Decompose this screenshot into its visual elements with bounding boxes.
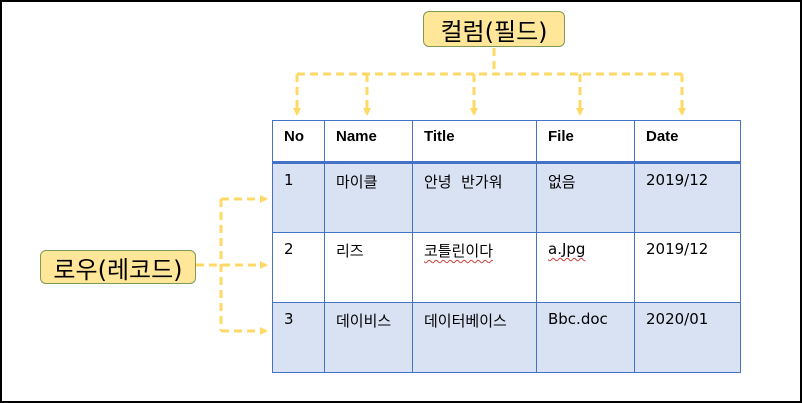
- column-header-title: Title: [412, 120, 537, 163]
- cell-no: 2: [272, 232, 325, 303]
- column-callout: 컬럼(필드): [423, 11, 565, 47]
- cell-title: 안녕 반가워: [412, 162, 537, 233]
- cell-no: 1: [272, 162, 325, 233]
- cell-title: 데이터베이스: [412, 302, 537, 373]
- cell-file: a.Jpg: [536, 232, 635, 303]
- table-row: 3 데이비스 데이터베이스 Bbc.doc 2020/01: [272, 302, 741, 373]
- cell-no: 3: [272, 302, 325, 373]
- cell-file: Bbc.doc: [536, 302, 635, 373]
- cell-title: 코틀린이다: [412, 232, 537, 303]
- column-header-no: No: [272, 120, 325, 163]
- column-header-name: Name: [324, 120, 413, 163]
- cell-file-text: a.Jpg: [548, 240, 586, 258]
- column-header-date: Date: [634, 120, 741, 163]
- cell-date: 2019/12: [634, 162, 741, 233]
- cell-date: 2019/12: [634, 232, 741, 303]
- cell-name: 마이클: [324, 162, 413, 233]
- cell-title-text: 코틀린이다: [424, 242, 494, 260]
- records-table: No Name Title File Date 1 마이클 안녕 반가워 없음 …: [272, 120, 741, 373]
- column-header-file: File: [536, 120, 635, 163]
- row-callout: 로우(레코드): [40, 250, 196, 284]
- table-row: 1 마이클 안녕 반가워 없음 2019/12: [272, 162, 741, 233]
- table-header-row: No Name Title File Date: [272, 120, 741, 163]
- cell-name: 데이비스: [324, 302, 413, 373]
- table-row: 2 리즈 코틀린이다 a.Jpg 2019/12: [272, 232, 741, 303]
- cell-name: 리즈: [324, 232, 413, 303]
- cell-date: 2020/01: [634, 302, 741, 373]
- cell-file: 없음: [536, 162, 635, 233]
